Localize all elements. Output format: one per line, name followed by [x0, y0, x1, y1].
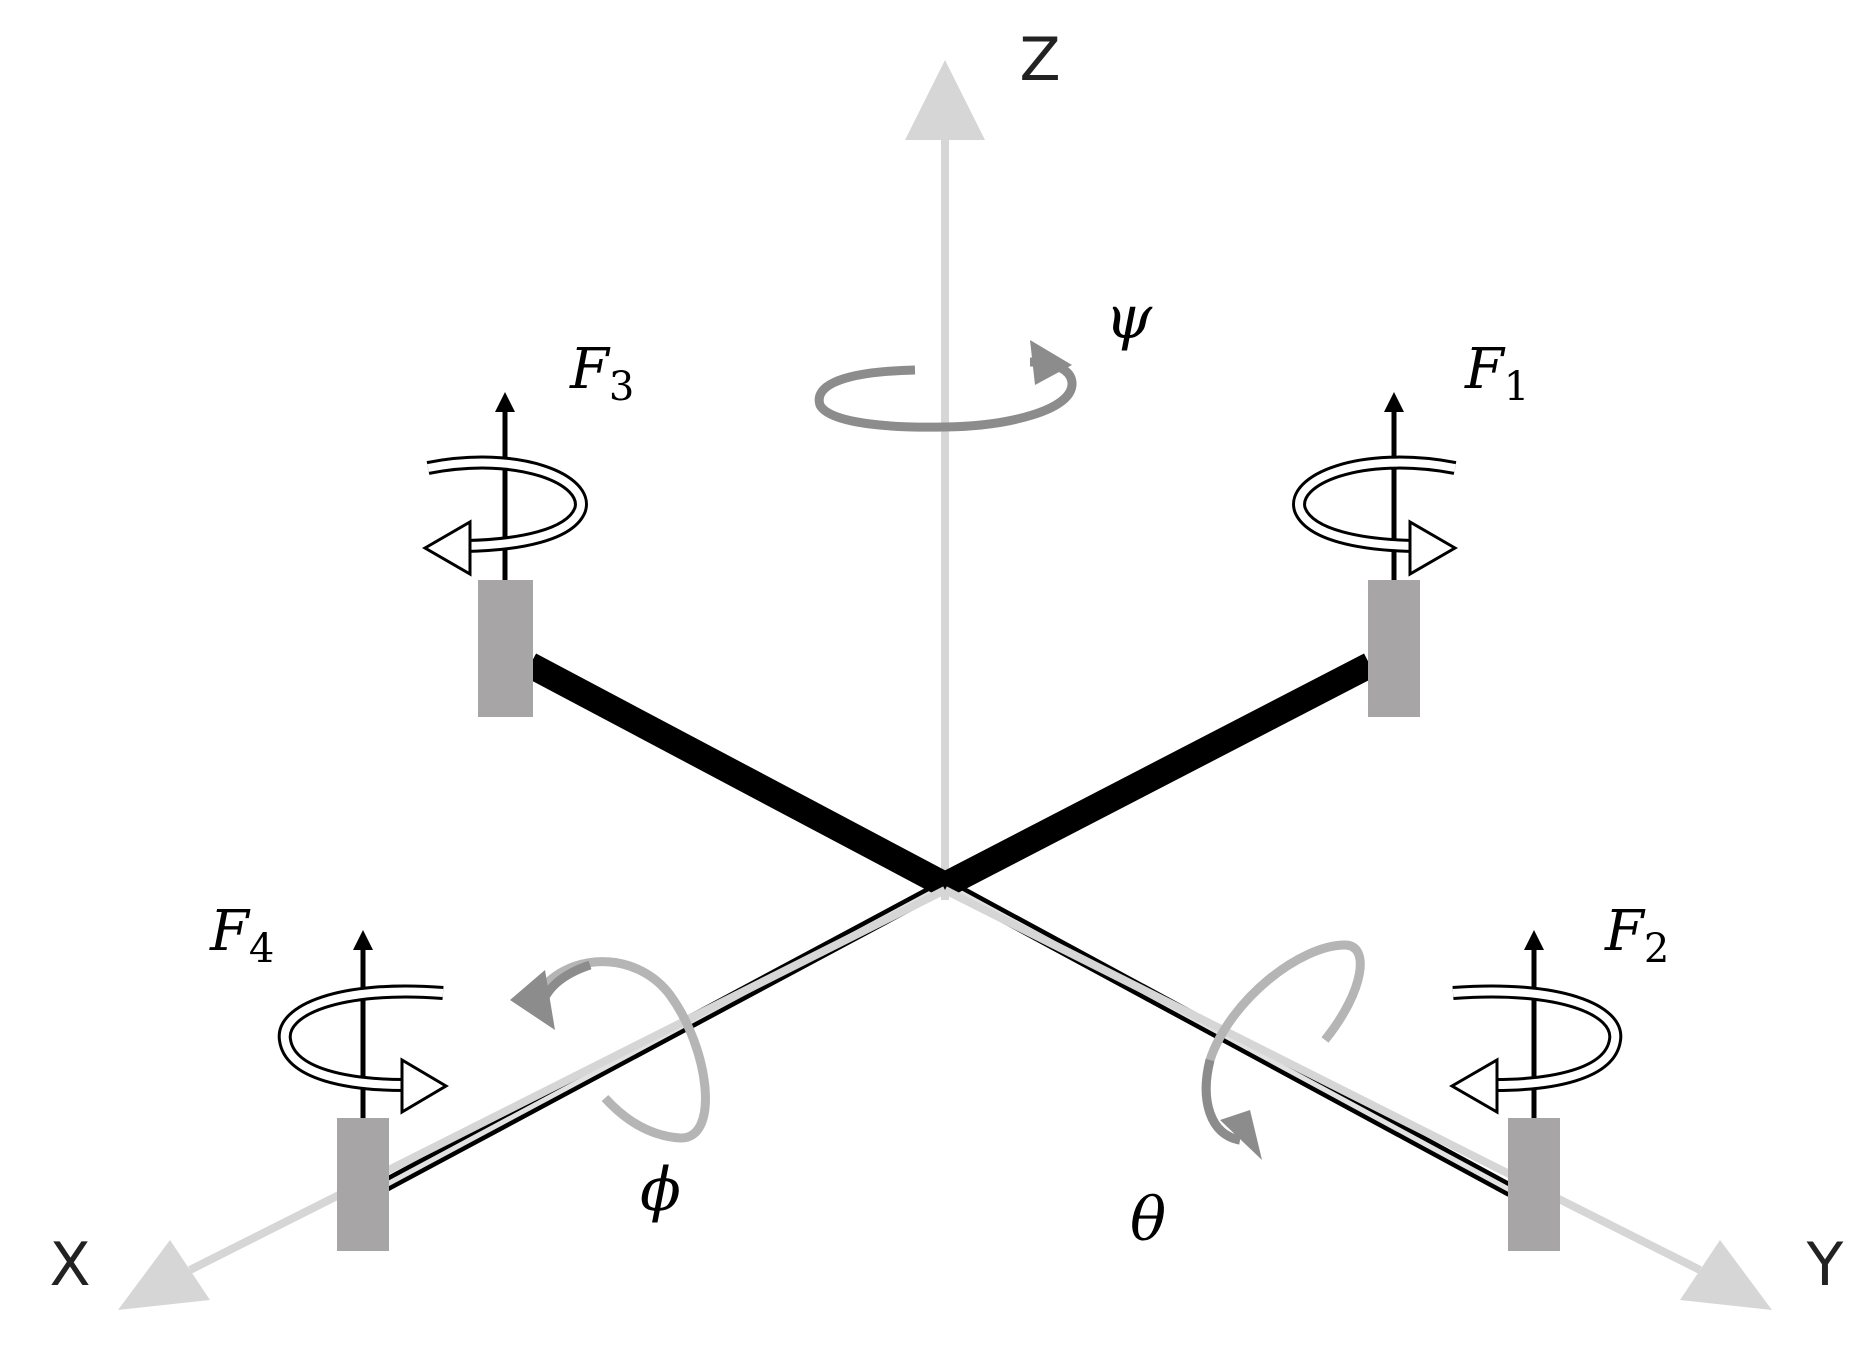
- spin-arrow-1: [1292, 455, 1458, 577]
- yaw-label: ψ: [1105, 283, 1153, 353]
- force-label-2: F2: [1604, 899, 1669, 972]
- y-axis-label: Y: [1806, 1230, 1844, 1300]
- motor-1: [1368, 580, 1420, 717]
- yaw-rotation-arrow: [814, 340, 1077, 432]
- spin-arrow-4: [277, 984, 449, 1115]
- x-axis: [118, 886, 947, 1310]
- motor-3: [478, 580, 533, 717]
- spin-arrow-2: [1449, 984, 1623, 1115]
- arm-rear-right: [939, 653, 1376, 897]
- spin-arrow-3: [422, 455, 588, 577]
- force-label-1: F1: [1464, 337, 1529, 410]
- z-axis-label: Z: [1019, 25, 1060, 95]
- force-label-4: F4: [209, 899, 274, 972]
- force-label-3: F3: [569, 337, 634, 410]
- x-axis-arrowhead: [118, 1240, 210, 1310]
- z-axis-arrowhead: [905, 60, 985, 140]
- pitch-label: θ: [1130, 1185, 1166, 1255]
- pitch-rotation-arrow: [1201, 940, 1365, 1160]
- roll-label: ϕ: [640, 1155, 681, 1225]
- motor-2: [1508, 1118, 1560, 1251]
- motor-4: [337, 1118, 389, 1251]
- y-axis-arrowhead: [1680, 1240, 1772, 1310]
- y-axis: [943, 886, 1772, 1310]
- x-axis-label: X: [49, 1230, 90, 1300]
- z-axis: [905, 60, 985, 900]
- roll-rotation-arrow: [510, 957, 710, 1143]
- arm-rear-left: [523, 653, 952, 897]
